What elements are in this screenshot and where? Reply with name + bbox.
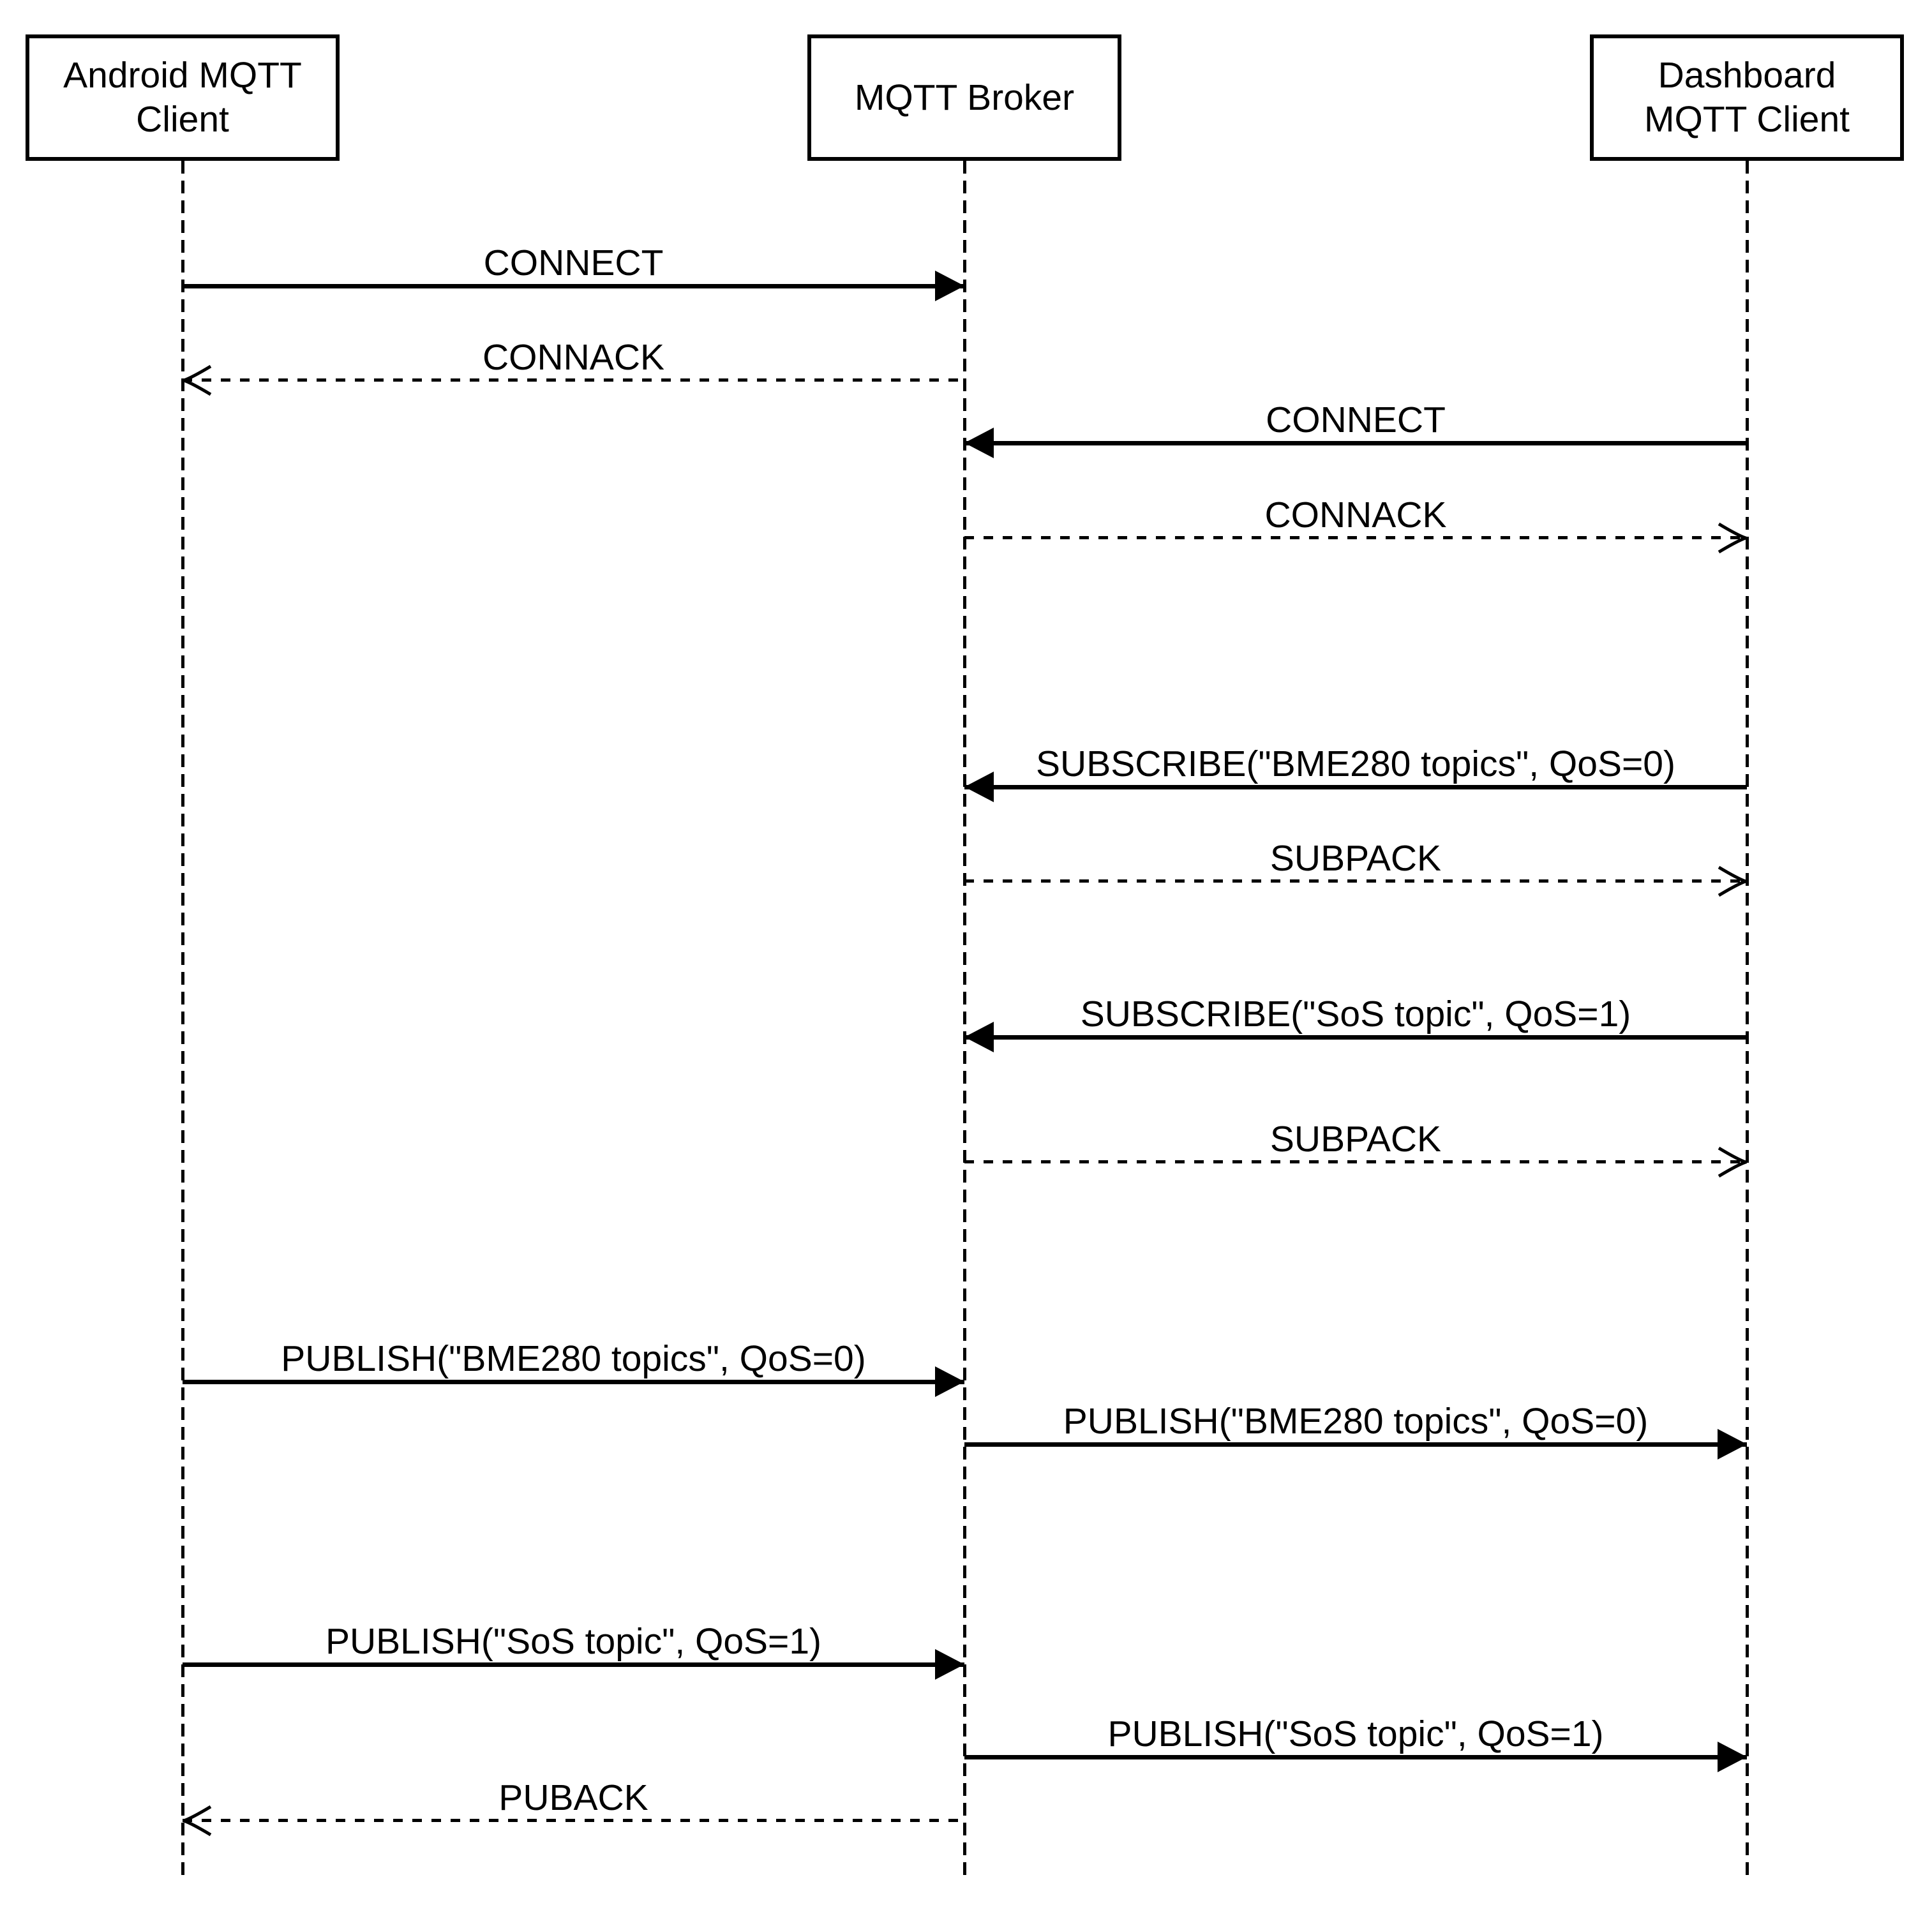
message-row: CONNECT (183, 244, 964, 306)
message-line (183, 284, 964, 288)
message-line (183, 1380, 964, 1384)
message-line (964, 1442, 1747, 1447)
message-label: SUBSCRIBE("BME280 topics", QoS=0) (1036, 743, 1675, 784)
arrowhead-filled-left-icon (964, 772, 994, 802)
message-label: PUBLISH("BME280 topics", QoS=0) (281, 1338, 866, 1379)
actor-label: Dashboard MQTT Client (1644, 55, 1850, 140)
message-line (964, 1035, 1747, 1040)
arrowhead-filled-right-icon (935, 1366, 964, 1397)
message-label: CONNACK (1264, 495, 1447, 535)
message-label: PUBLISH("BME280 topics", QoS=0) (1063, 1401, 1649, 1442)
message-row: PUBLISH("SoS topic", QoS=1) (964, 1715, 1747, 1777)
message-row: SUBPACK (964, 840, 1747, 901)
message-line (183, 378, 964, 382)
message-line (183, 1819, 964, 1822)
message-row: PUBACK (183, 1779, 964, 1841)
message-row: PUBLISH("BME280 topics", QoS=0) (183, 1340, 964, 1401)
message-row: SUBSCRIBE("BME280 topics", QoS=0) (964, 745, 1747, 807)
arrowhead-open-right-icon (1718, 1146, 1747, 1178)
arrowhead-filled-right-icon (1718, 1742, 1747, 1772)
message-row: CONNACK (183, 339, 964, 400)
message-label: CONNECT (483, 243, 664, 283)
message-line (964, 879, 1747, 883)
message-line (964, 441, 1747, 445)
actor-label: Android MQTT Client (63, 55, 302, 140)
actor-android-mqtt-client: Android MQTT Client (26, 34, 340, 161)
message-label: SUBSCRIBE("SoS topic", QoS=1) (1080, 994, 1631, 1034)
message-row: SUBSCRIBE("SoS topic", QoS=1) (964, 996, 1747, 1057)
arrowhead-filled-right-icon (935, 271, 964, 301)
arrowhead-open-left-icon (183, 1805, 212, 1837)
arrowhead-filled-right-icon (1718, 1429, 1747, 1460)
arrowhead-filled-left-icon (964, 428, 994, 458)
message-label: PUBLISH("SoS topic", QoS=1) (325, 1621, 822, 1662)
actor-mqtt-broker: MQTT Broker (807, 34, 1121, 161)
message-row: CONNACK (964, 497, 1747, 558)
message-row: CONNECT (964, 401, 1747, 463)
message-label: PUBACK (498, 1777, 648, 1818)
message-label: CONNECT (1266, 400, 1446, 440)
lifeline-broker (963, 161, 966, 1881)
message-line (964, 1755, 1747, 1759)
actor-dashboard-mqtt-client: Dashboard MQTT Client (1590, 34, 1904, 161)
message-line (183, 1662, 964, 1667)
lifeline-android (181, 161, 184, 1881)
arrowhead-filled-right-icon (935, 1649, 964, 1680)
message-label: SUBPACK (1269, 1119, 1442, 1160)
message-label: PUBLISH("SoS topic", QoS=1) (1107, 1714, 1604, 1754)
message-row: PUBLISH("SoS topic", QoS=1) (183, 1623, 964, 1684)
actor-label: MQTT Broker (854, 77, 1075, 118)
message-label: SUBPACK (1269, 838, 1442, 879)
message-line (964, 536, 1747, 539)
message-line (964, 1160, 1747, 1163)
arrowhead-filled-left-icon (964, 1022, 994, 1052)
lifeline-dashboard (1746, 161, 1749, 1881)
arrowhead-open-right-icon (1718, 522, 1747, 554)
arrowhead-open-right-icon (1718, 865, 1747, 897)
message-row: SUBPACK (964, 1121, 1747, 1182)
message-label: CONNACK (482, 337, 665, 378)
arrowhead-open-left-icon (183, 364, 212, 396)
message-row: PUBLISH("BME280 topics", QoS=0) (964, 1403, 1747, 1464)
message-line (964, 785, 1747, 789)
